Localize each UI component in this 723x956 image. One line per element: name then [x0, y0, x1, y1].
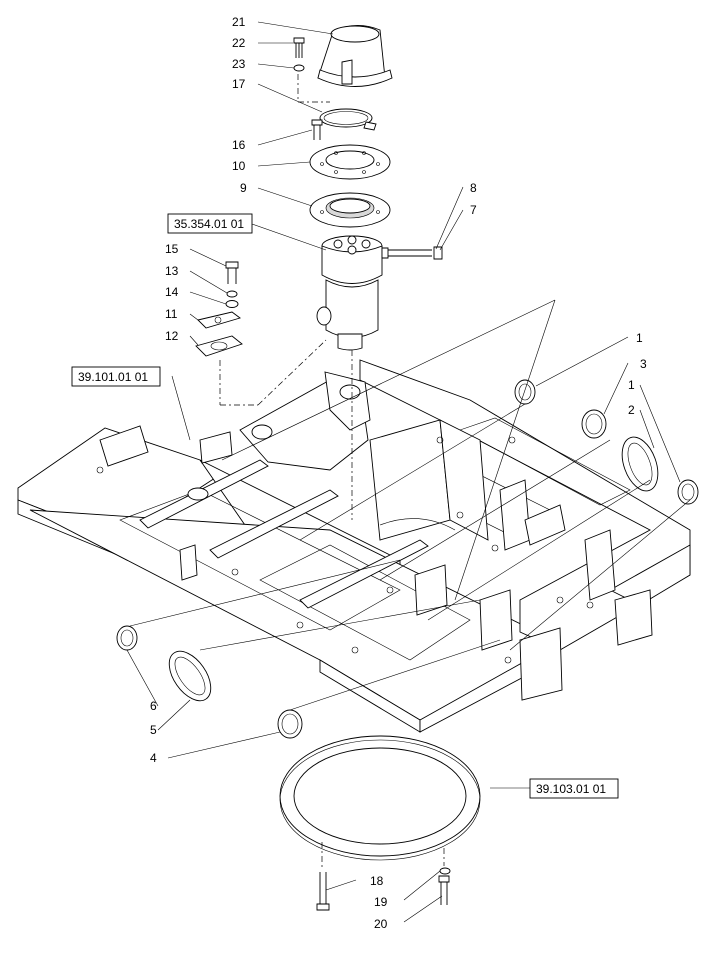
callout-13: 13	[165, 264, 179, 278]
callout-17: 17	[232, 77, 246, 91]
ref-box-swivel	[167, 213, 253, 234]
ref-slew-ring[interactable]: 39.103.01 01	[536, 782, 606, 796]
washer-19	[439, 867, 451, 875]
callout-3: 3	[640, 357, 647, 371]
callout-6: 6	[150, 699, 157, 713]
callout-15: 15	[165, 242, 179, 256]
leader-lines	[126, 21, 691, 923]
callout-19: 19	[374, 895, 388, 909]
callout-12: 12	[165, 329, 179, 343]
ref-frame[interactable]: 39.101.01 01	[78, 370, 148, 384]
callout-20: 20	[374, 917, 388, 931]
upper-frame	[17, 359, 691, 733]
swivel-joint-stack	[195, 25, 443, 520]
reference-boxes: 35.354.01 01 39.101.01 01 39.103.01 01	[71, 213, 619, 799]
bolt-20	[438, 875, 450, 905]
callout-11: 11	[165, 307, 178, 321]
ref-box-slew-ring	[529, 778, 619, 799]
callout-1b: 1	[628, 378, 635, 392]
grommets	[116, 379, 699, 739]
callout-22: 22	[232, 36, 246, 50]
callout-10: 10	[232, 159, 246, 173]
callout-18: 18	[370, 874, 384, 888]
ref-box-frame	[71, 366, 161, 387]
callout-5: 5	[150, 723, 157, 737]
callout-16: 16	[232, 138, 246, 152]
callout-8: 8	[470, 181, 477, 195]
callout-labels: 21 22 23 17 16 10 9 15 13 14 11 12 8 7 1…	[150, 15, 647, 931]
callout-4: 4	[150, 751, 157, 765]
callout-23: 23	[232, 57, 246, 71]
callout-9: 9	[240, 181, 247, 195]
callout-1a: 1	[636, 331, 643, 345]
callout-21: 21	[232, 15, 246, 29]
callout-2: 2	[628, 403, 635, 417]
callout-14: 14	[165, 285, 179, 299]
ref-swivel-joint[interactable]: 35.354.01 01	[174, 217, 244, 231]
callout-7: 7	[470, 203, 477, 217]
bolt-18	[316, 872, 330, 911]
slew-ring	[279, 735, 481, 870]
